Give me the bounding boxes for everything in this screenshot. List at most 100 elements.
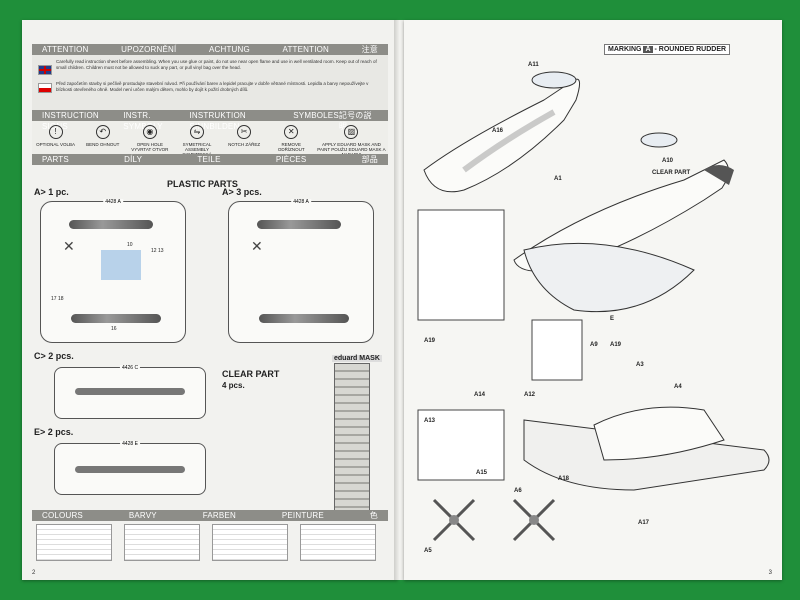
bar-label: INSTR. SYMBOLY <box>123 111 163 131</box>
sprue-code: 4426 C <box>119 365 141 371</box>
bar-label: FARBEN <box>202 511 236 520</box>
colours-section: COLOURS BARVY FARBEN PEINTURE 色 <box>32 510 388 561</box>
colour-table <box>212 524 288 561</box>
sign-label: OPTIONAL VOLBA <box>36 142 75 147</box>
parts-body: PLASTIC PARTS A> 1 pc. A> 3 pcs. 4428 A … <box>32 165 388 515</box>
sprue-code: 4428 E <box>120 441 140 447</box>
attention-bar: ATTENTION UPOZORNĚNÍ ACHTUNG ATTENTION 注… <box>32 44 388 55</box>
part-label: A16 <box>492 128 504 134</box>
bar-label: 注意 <box>361 45 378 54</box>
signs-bar: INSTRUCTION SIGNS INSTR. SYMBOLY INSTRUK… <box>32 110 388 131</box>
part-label: A10 <box>662 158 674 164</box>
propeller-part: ✕ <box>63 238 75 254</box>
left-page: ATTENTION UPOZORNĚNÍ ACHTUNG ATTENTION 注… <box>22 20 398 580</box>
sprue-c-label: C> 2 pcs. <box>34 351 74 361</box>
part-label: A4 <box>674 384 682 390</box>
fuselage-part <box>257 220 341 229</box>
wing-part <box>75 466 185 473</box>
optional-icon: ! <box>48 125 63 139</box>
part-label: A3 <box>636 362 644 368</box>
sprue-a-frame-2: 4428 A ✕ <box>228 199 374 343</box>
bar-label: PEINTURE <box>281 511 324 520</box>
bar-label: UPOZORNĚNÍ <box>121 45 177 54</box>
part-label: A19 <box>424 338 436 344</box>
bar-label: PIÈCES <box>275 155 307 164</box>
bar-label: 部品 <box>361 155 378 164</box>
part-number: 17 18 <box>51 296 64 302</box>
fuselage-part <box>69 220 153 229</box>
sign-label: NOTCH ZÁŘEZ <box>228 142 261 147</box>
mask-sheet <box>334 363 370 513</box>
cz-flag-icon <box>38 83 52 93</box>
sprue-a-frame-1: 4428 A ✕ 10 12 13 17 18 16 <box>40 199 186 343</box>
sprue-e-frame: 4428 E <box>54 441 206 495</box>
part-label: A15 <box>476 470 488 476</box>
plastic-parts-title: PLASTIC PARTS <box>167 179 238 189</box>
bar-label: 記号の説明 <box>338 111 372 131</box>
bar-label: DÍLY <box>124 155 143 164</box>
part-label: A18 <box>558 476 570 482</box>
notch-icon: ✂ <box>237 125 252 139</box>
part-label: A6 <box>514 488 522 494</box>
warning-text-cz: Před započetím stavby si pečlivě prostud… <box>56 81 369 92</box>
part-label: A12 <box>524 392 536 398</box>
parts-section: PARTS DÍLY TEILE PIÈCES 部品 PLASTIC PARTS… <box>32 154 388 515</box>
sign-bend: ↶BEND OHNOUT <box>81 125 125 161</box>
part-label: A5 <box>424 548 432 554</box>
marking-suffix: - ROUNDED RUDDER <box>654 46 727 53</box>
wing-part <box>75 388 185 395</box>
instruction-booklet: ATTENTION UPOZORNĚNÍ ACHTUNG ATTENTION 注… <box>22 14 784 586</box>
colour-table <box>300 524 376 561</box>
part-label: A14 <box>474 392 486 398</box>
bar-label: ATTENTION <box>282 45 330 54</box>
bar-label: TEILE <box>197 155 221 164</box>
bar-label: ATTENTION <box>42 45 89 54</box>
part-number: 16 <box>111 326 117 332</box>
parts-bar: PARTS DÍLY TEILE PIÈCES 部品 <box>32 154 388 165</box>
assembly-diagram <box>417 71 770 542</box>
part-label: A17 <box>638 520 650 526</box>
fuselage-part <box>71 314 161 323</box>
fuselage-part <box>259 314 349 323</box>
bar-label: BARVY <box>128 511 157 520</box>
part-number: 12 13 <box>151 248 164 254</box>
part-label: A19 <box>610 342 622 348</box>
colours-bar: COLOURS BARVY FARBEN PEINTURE 色 <box>32 510 388 521</box>
open-hole-icon: ◉ <box>142 125 157 139</box>
part-label: A13 <box>424 418 436 424</box>
mask-title: eduard MASK <box>332 355 382 362</box>
sprue-c-frame: 4426 C <box>54 365 206 419</box>
part-label: A9 <box>590 342 598 348</box>
marking-letter: A <box>643 46 653 53</box>
page-number: 2 <box>32 570 36 576</box>
page-number: 3 <box>768 570 772 576</box>
clear-part-title: CLEAR PART <box>222 369 280 379</box>
bar-label: 色 <box>369 511 378 520</box>
part-label: A11 <box>528 62 539 68</box>
sprue-a1-label: A> 1 pc. <box>34 187 69 197</box>
part-number: 10 <box>127 242 133 248</box>
warning-box: Carefully read instruction sheet before … <box>32 55 388 115</box>
sprue-code: 4428 A <box>103 199 123 205</box>
colour-table <box>36 524 112 561</box>
attention-section: ATTENTION UPOZORNĚNÍ ACHTUNG ATTENTION 注… <box>32 44 388 115</box>
mask-paint-icon: ▨ <box>344 125 359 139</box>
bar-label: PARTS <box>42 155 69 164</box>
part-label: E <box>610 316 615 322</box>
marking-prefix: MARKING <box>608 46 642 53</box>
sign-label: OPEN HOLE VYVRTAT OTVOR <box>131 142 169 152</box>
sign-remove: ✕ REMOVE ODŘÍZNOUT <box>269 125 313 161</box>
highlighted-parts <box>101 250 141 280</box>
sign-label: REMOVE ODŘÍZNOUT <box>277 142 305 152</box>
bar-label: INSTRUKTION SINNBILDEN <box>189 111 246 131</box>
clear-part-label: CLEAR PART <box>652 170 691 176</box>
sprue-e-label: E> 2 pcs. <box>34 427 74 437</box>
sign-notch: ✂ NOTCH ZÁŘEZ <box>222 125 266 161</box>
remove-icon: ✕ <box>284 125 299 139</box>
bar-label: ACHTUNG <box>208 45 250 54</box>
uk-flag-icon <box>38 65 52 75</box>
propeller-part: ✕ <box>251 238 263 254</box>
bar-label: SYMBOLES <box>293 111 339 120</box>
bend-icon: ↶ <box>95 125 110 139</box>
